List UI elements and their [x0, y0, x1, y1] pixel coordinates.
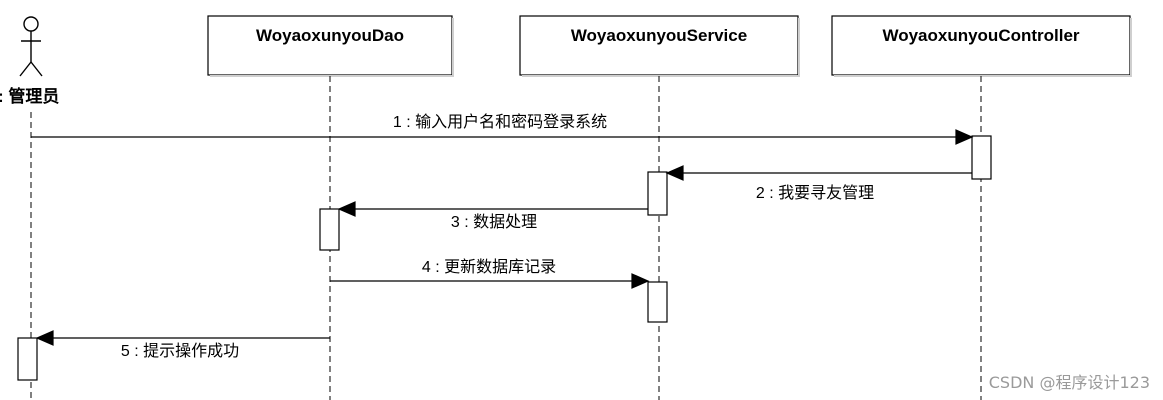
message-2	[665, 165, 972, 181]
message-2-label: 2 : 我要寻友管理	[756, 184, 874, 202]
object-box-dao: WoyaoxunyouDao	[207, 15, 453, 76]
activation-actor	[17, 337, 38, 381]
actor-label: : 管理员	[0, 86, 59, 106]
activation-bars	[17, 135, 992, 381]
object-box-controller: WoyaoxunyouController	[831, 15, 1131, 76]
message-3	[337, 201, 648, 217]
message-1-label: 1 : 输入用户名和密码登录系统	[393, 113, 607, 131]
message-3-label: 3 : 数据处理	[451, 213, 537, 231]
activation-service-1	[647, 171, 668, 216]
activation-dao	[319, 208, 340, 251]
message-5-label: 5 : 提示操作成功	[121, 342, 239, 360]
message-5	[35, 330, 330, 346]
box-shadows	[210, 18, 1132, 77]
message-4-label: 4 : 更新数据库记录	[422, 258, 556, 276]
actor-admin: : 管理员	[0, 16, 59, 106]
stick-figure-actor-icon	[19, 16, 43, 77]
message-4	[330, 273, 650, 289]
object-label-service: WoyaoxunyouService	[571, 26, 747, 45]
activation-controller	[971, 135, 992, 180]
object-box-service: WoyaoxunyouService	[519, 15, 799, 76]
object-label-dao: WoyaoxunyouDao	[256, 26, 404, 45]
object-label-controller: WoyaoxunyouController	[882, 26, 1079, 45]
message-1	[31, 129, 974, 145]
watermark: CSDN @程序设计123	[989, 373, 1150, 392]
activation-service-2	[647, 281, 668, 323]
